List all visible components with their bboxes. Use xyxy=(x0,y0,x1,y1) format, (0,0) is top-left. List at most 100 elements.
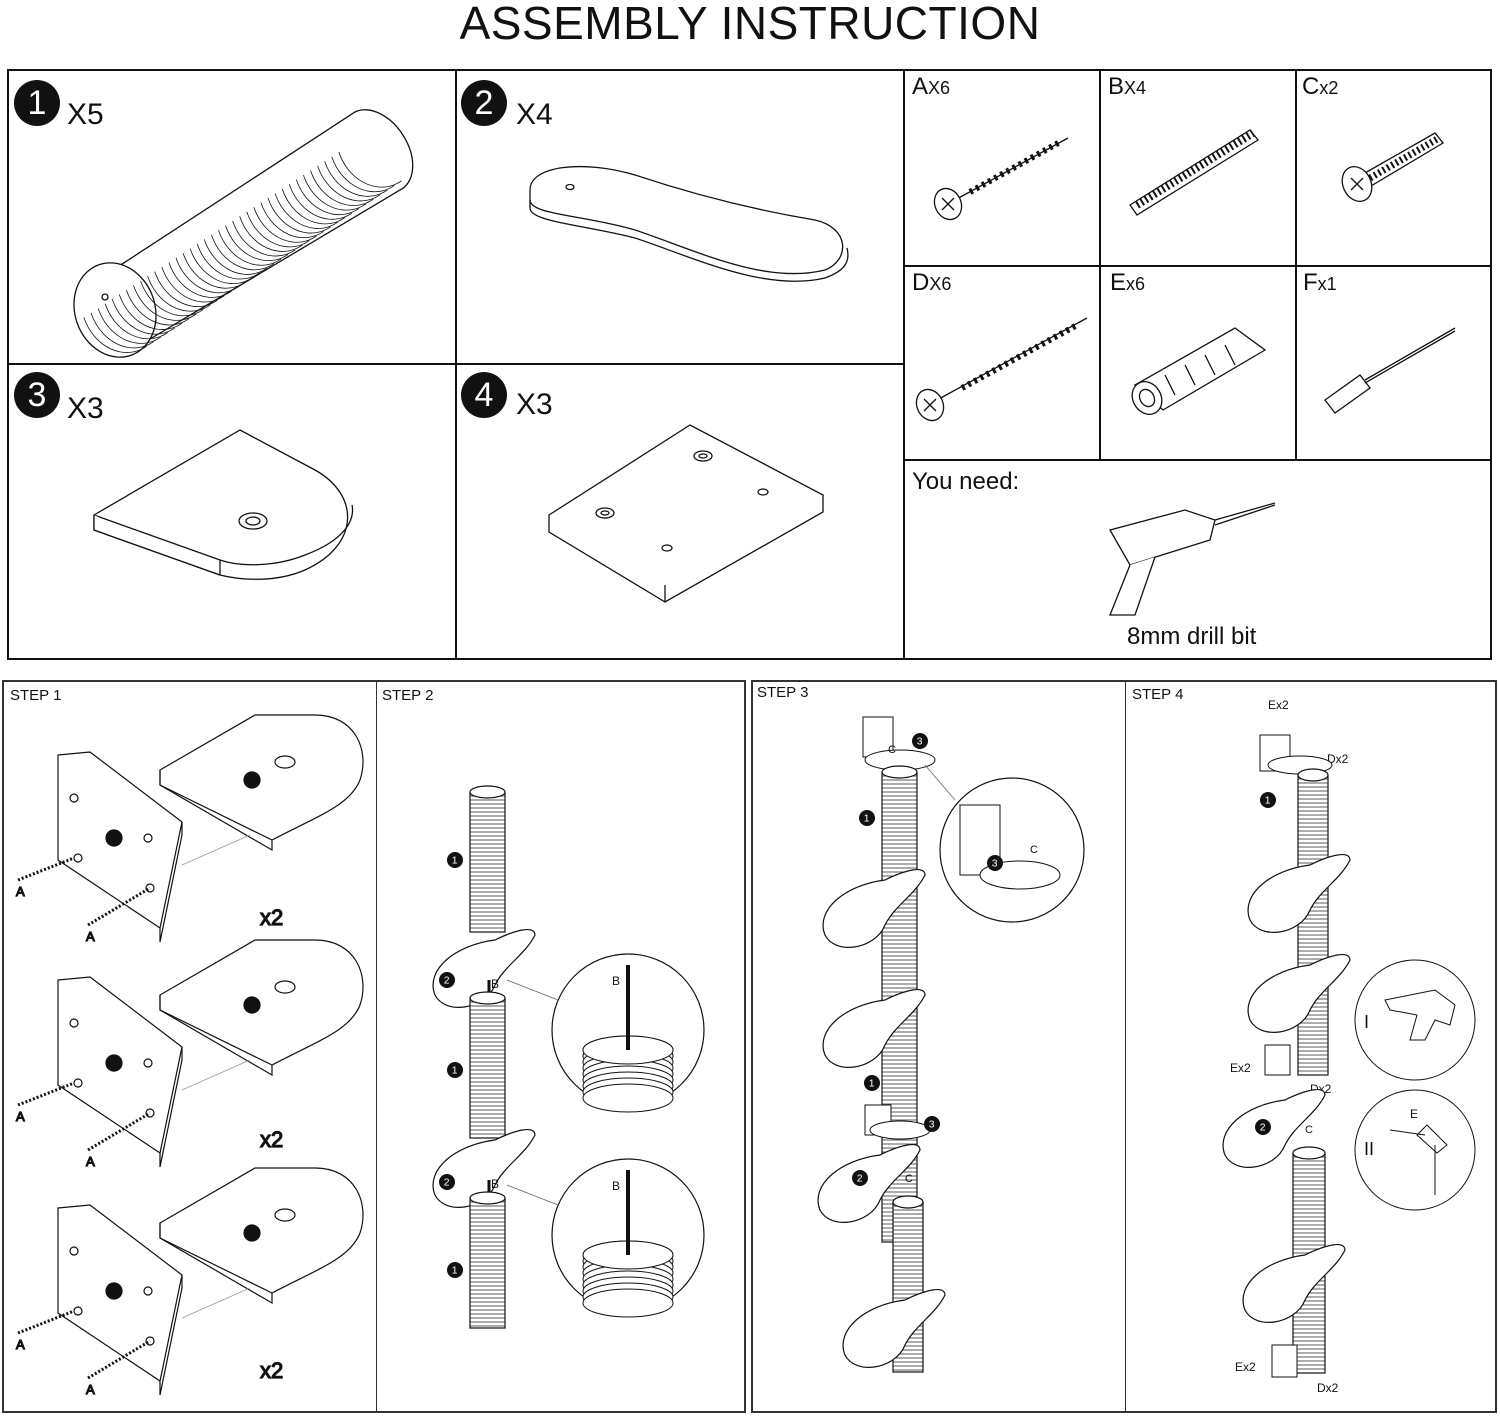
sisal-rib xyxy=(278,129,362,225)
grid-divider xyxy=(9,363,903,365)
sisal-rib xyxy=(335,92,419,188)
platform-step4-a xyxy=(1247,853,1351,933)
round-shelf-illustration xyxy=(93,429,354,580)
platform-step4-b xyxy=(1247,953,1351,1033)
hardware-f-label: Fx1 xyxy=(1303,269,1337,296)
screw-a xyxy=(87,1111,151,1152)
sisal-rib xyxy=(314,106,398,202)
sisal-rib xyxy=(229,161,313,257)
sisal-rib xyxy=(172,198,256,294)
sisal-rib xyxy=(193,184,277,280)
post-1-mid-top xyxy=(469,991,506,1005)
step-divider xyxy=(376,682,377,1411)
sisal-rib xyxy=(94,248,178,344)
screw-a-label: A xyxy=(16,1109,25,1124)
guide-line xyxy=(181,1287,251,1319)
shelf-badge-text: 3 xyxy=(249,1001,255,1012)
detail-anchor-circle xyxy=(1354,1089,1476,1211)
board-hole xyxy=(69,793,79,803)
hardware-a-label: AX6 xyxy=(912,73,951,100)
board-hole xyxy=(73,1306,83,1316)
grid-divider xyxy=(903,459,1490,461)
sisal-rib xyxy=(116,234,199,330)
screw-a xyxy=(87,1339,151,1380)
bracket-mid-plate xyxy=(869,1120,931,1140)
curved-platform-illustration xyxy=(529,166,849,282)
platform-badge-step4-text: 2 xyxy=(1260,1123,1266,1134)
detail-badge-text: 3 xyxy=(992,859,998,870)
bracket-badge-top xyxy=(912,733,928,749)
sisal-rib xyxy=(236,156,320,252)
hardware-b-label: BX4 xyxy=(1108,73,1147,100)
sisal-rib xyxy=(108,239,192,335)
roman-2: II xyxy=(1364,1139,1374,1159)
shelf-badge-text: 3 xyxy=(249,1229,255,1240)
bracket-badge-mid xyxy=(924,1116,940,1132)
post-badge-1-text: 1 xyxy=(452,856,458,867)
power-drill-icon xyxy=(1109,502,1276,616)
detail-drill-circle xyxy=(1354,959,1476,1081)
sisal-rib xyxy=(222,165,306,262)
sisal-rib xyxy=(87,253,171,349)
post-badge-3-text: 1 xyxy=(452,1266,458,1277)
post-step4-top xyxy=(1297,774,1329,1076)
board-badge-text: 4 xyxy=(111,834,117,845)
part-1-qty: X5 xyxy=(67,98,104,131)
sisal-rib xyxy=(321,101,405,197)
shelf-badge xyxy=(243,771,261,789)
platform-badge-b xyxy=(439,1174,455,1190)
platform-step3-a xyxy=(822,868,926,948)
roman-1: I xyxy=(1364,1012,1369,1032)
bracket-mid-4 xyxy=(1264,1044,1291,1076)
sisal-rib xyxy=(73,262,157,358)
wood-screw-d-icon xyxy=(915,317,1088,422)
shelf-3 xyxy=(159,939,364,1066)
platform-badge-a xyxy=(439,972,455,988)
sisal-rib xyxy=(130,225,214,321)
anchor-label-mid: Ex2 xyxy=(1230,1061,1251,1075)
steps-panel-right xyxy=(751,680,1497,1413)
post-1-bottom xyxy=(469,1197,506,1329)
shelf-badge xyxy=(243,996,261,1014)
board-hole xyxy=(143,833,153,843)
anchor-label-bottom: Ex2 xyxy=(1235,1360,1256,1374)
post-badge-top xyxy=(859,810,875,826)
sisal-rib xyxy=(165,202,249,298)
post-step3-lower-top xyxy=(892,1195,924,1209)
sisal-rib xyxy=(257,143,341,239)
screw-c-label-mid: C xyxy=(905,1173,913,1185)
rod-b-label: B xyxy=(491,977,499,991)
multiplier-x2: x2 xyxy=(260,1127,283,1152)
sisal-rib xyxy=(186,188,270,285)
post-1-bottom-top xyxy=(469,1191,506,1205)
sisal-rib xyxy=(123,230,206,326)
post-1-mid xyxy=(469,997,506,1139)
threaded-rod-b-icon xyxy=(1129,129,1259,216)
screw-a-label: A xyxy=(16,884,25,899)
sisal-rib xyxy=(250,147,334,243)
sisal-rib xyxy=(179,193,263,289)
sisal-rib xyxy=(300,115,384,211)
anchor-e-label: E xyxy=(1410,1107,1418,1121)
platform-step3-c xyxy=(817,1143,921,1223)
step-divider xyxy=(1125,682,1126,1411)
step-3-label: STEP 3 xyxy=(757,684,809,701)
shelf-3-edge xyxy=(159,1223,273,1305)
bracket-badge-top-text: 3 xyxy=(917,737,923,748)
part-4-badge: 4 xyxy=(461,372,507,418)
drill-bit-label: 8mm drill bit xyxy=(1127,623,1257,650)
board-hole xyxy=(69,1246,79,1256)
board-hole xyxy=(73,1078,83,1088)
sisal-rib xyxy=(151,211,235,307)
detail-drill xyxy=(1384,989,1456,1041)
shelf-hole xyxy=(274,980,296,994)
sisal-rib xyxy=(307,110,391,206)
sisal-rib xyxy=(208,175,291,271)
board-edge xyxy=(159,822,183,943)
